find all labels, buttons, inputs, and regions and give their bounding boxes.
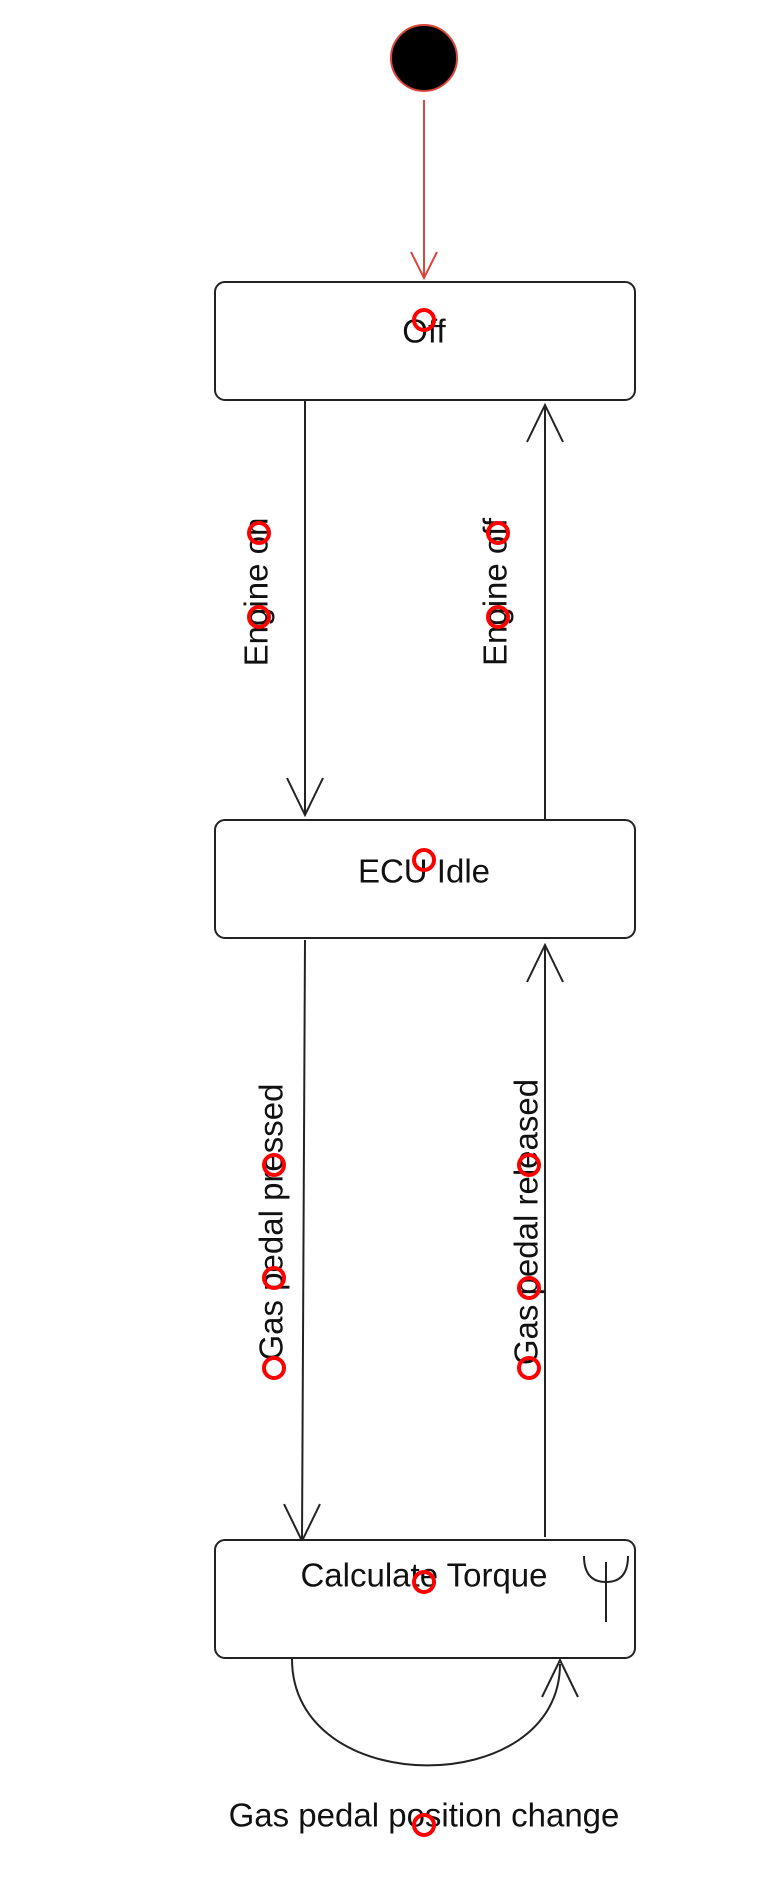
red-circle-marker [517, 1153, 541, 1177]
state-off[interactable]: Off [214, 281, 636, 401]
red-circle-marker [247, 521, 271, 545]
red-circle-marker [262, 1153, 286, 1177]
transition-engine-on[interactable] [286, 400, 324, 818]
state-calculate-torque-label: Calculate Torque [300, 1557, 547, 1594]
red-circle-marker [517, 1276, 541, 1300]
transition-gas-pressed-label: Gas pedal pressed [253, 1083, 290, 1360]
red-circle-marker [247, 605, 271, 629]
annotation-markers [247, 308, 541, 1837]
state-ecu-idle[interactable]: ECU Idle [214, 819, 636, 939]
red-circle-marker [486, 605, 510, 629]
trident-fork-icon [583, 1555, 629, 1622]
red-circle-marker [412, 308, 436, 332]
red-circle-marker [412, 1570, 436, 1594]
transition-engine-off[interactable] [526, 402, 564, 820]
red-circle-marker [412, 848, 436, 872]
transition-gas-released[interactable] [526, 942, 564, 1537]
red-circle-marker [262, 1266, 286, 1290]
transition-engine-off-label: Engine off [477, 517, 514, 666]
red-circle-marker [412, 1813, 436, 1837]
red-circle-marker [486, 521, 510, 545]
transition-gas-position-change[interactable] [291, 1657, 579, 1767]
red-circle-marker [262, 1356, 286, 1380]
initial-state-node [390, 24, 458, 92]
initial-transition-arrow [410, 100, 438, 281]
transition-engine-on-label: Engine on [238, 518, 275, 667]
red-circle-marker [517, 1356, 541, 1380]
transition-gas-released-label: Gas pedal released [508, 1079, 545, 1365]
state-calculate-torque[interactable]: Calculate Torque [214, 1539, 636, 1659]
